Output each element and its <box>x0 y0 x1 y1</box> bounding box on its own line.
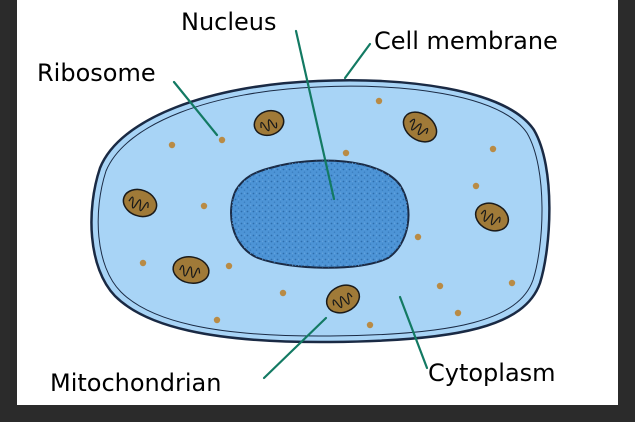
mitochondrion <box>474 202 510 232</box>
ribosome-leader-line <box>172 80 219 137</box>
ribosome <box>414 233 422 241</box>
ribosome <box>342 149 350 157</box>
cell-membrane-leader-line <box>343 42 372 80</box>
mitochondrion <box>325 284 361 314</box>
ribosome <box>436 282 444 290</box>
ribosome <box>279 289 287 297</box>
ribosome <box>375 97 383 105</box>
ribosome <box>472 182 480 190</box>
label-cell-membrane: Cell membrane <box>374 27 558 55</box>
ribosome <box>225 262 233 270</box>
cytoplasm-leader-line <box>398 295 429 370</box>
nucleus-leader-line <box>294 29 336 201</box>
ribosome <box>218 136 226 144</box>
ribosomes <box>139 97 516 329</box>
cell-membrane-inner-edge <box>97 85 543 337</box>
ribosome <box>366 321 374 329</box>
mitochondrion <box>172 256 210 284</box>
nucleus-texture <box>231 160 409 268</box>
ribosome <box>200 202 208 210</box>
ribosome <box>139 259 147 267</box>
label-nucleus: Nucleus <box>181 8 277 36</box>
label-cytoplasm: Cytoplasm <box>428 359 556 387</box>
label-mitochondrian: Mitochondrian <box>50 369 222 397</box>
mitochondrion <box>402 111 438 143</box>
mitochondrion <box>253 109 285 137</box>
leader-lines <box>172 29 429 380</box>
mitochondrian-leader-line <box>262 316 328 380</box>
ribosome <box>454 309 462 317</box>
mitochondrion <box>122 188 158 218</box>
ribosome <box>489 145 497 153</box>
label-ribosome: Ribosome <box>37 59 156 87</box>
ribosome <box>213 316 221 324</box>
ribosome <box>168 141 176 149</box>
ribosome <box>508 279 516 287</box>
